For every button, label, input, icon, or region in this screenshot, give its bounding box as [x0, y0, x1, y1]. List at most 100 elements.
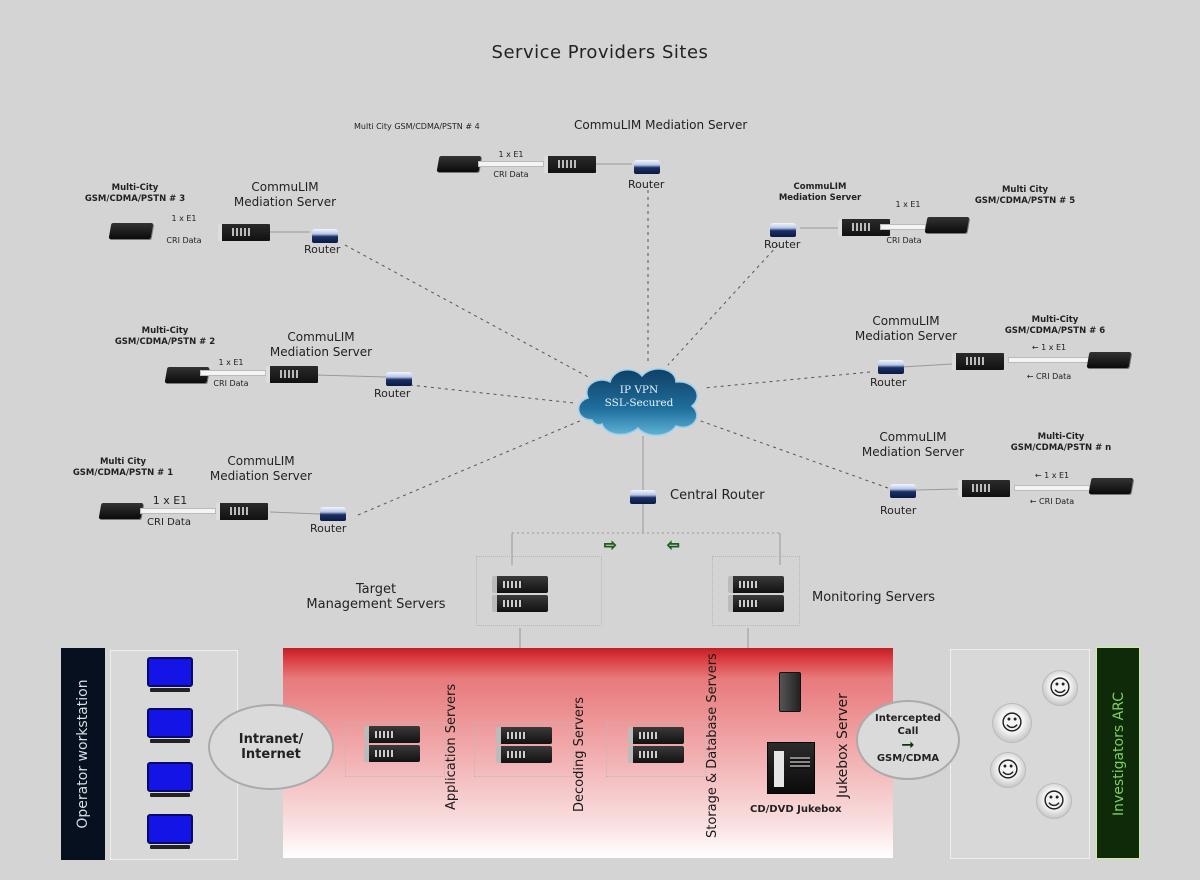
- operator-workstation-label: Operator workstation: [75, 679, 91, 829]
- site-3-router-icon: [312, 229, 338, 243]
- site-1-server-label: CommuLIM Mediation Server: [209, 454, 313, 483]
- site-5-provider-label: Multi City GSM/CDMA/PSTN # 5: [974, 185, 1076, 206]
- site-n-provider-label: Multi-City GSM/CDMA/PSTN # n: [1010, 432, 1112, 453]
- jukebox-server-icon: [779, 672, 801, 712]
- target-management-servers-icon: [492, 576, 548, 612]
- cloud-icon: [578, 368, 698, 436]
- cloud-label: IP VPN SSL-Secured: [604, 384, 674, 409]
- vpn-link-site-5: [667, 244, 779, 366]
- site-2-provider-label: Multi-City GSM/CDMA/PSTN # 2: [114, 326, 216, 347]
- site-n-switch-icon: [1088, 478, 1134, 494]
- site-6-server-label: CommuLIM Mediation Server: [854, 314, 958, 343]
- decoding-servers-label: Decoding Servers: [572, 696, 587, 812]
- site-5-server-label: CommuLIM Mediation Server: [778, 182, 862, 203]
- site-n-router-icon: [890, 484, 916, 498]
- site-6-cable: [1008, 357, 1090, 363]
- site-1-mediation-server-icon: [216, 503, 268, 520]
- site-4-data-label: CRI Data: [493, 170, 529, 179]
- site-5-cable: [880, 224, 926, 230]
- site-2-link-label: 1 x E1: [218, 358, 244, 367]
- site-3-server-label: CommuLIM Mediation Server: [233, 180, 337, 209]
- site-4-server-label: CommuLIM Mediation Server: [574, 118, 748, 132]
- site-2-server-label: CommuLIM Mediation Server: [269, 330, 373, 359]
- vpn-link-site-n: [697, 419, 889, 489]
- site-3-provider-label: Multi-City GSM/CDMA/PSTN # 3: [84, 183, 186, 204]
- site-n-router-label: Router: [880, 504, 917, 517]
- site-n-server-label: CommuLIM Mediation Server: [861, 430, 965, 459]
- site-5-router-label: Router: [764, 238, 801, 251]
- site-6-router-icon: [878, 360, 904, 374]
- site-1-data-label: CRI Data: [147, 517, 191, 528]
- diagram-title: Service Providers Sites: [491, 42, 709, 63]
- site-6-switch-icon: [1086, 352, 1132, 368]
- intercepted-call-label: Intercepted Call ➞ GSM/CDMA: [856, 712, 960, 765]
- application-servers-label: Application Servers: [444, 683, 459, 810]
- arrow-right-icon: ➞: [901, 735, 915, 754]
- site-6-data-label: ← CRI Data: [1026, 372, 1072, 381]
- monitor-icon: [147, 814, 193, 850]
- jukebox-server-label: Jukebox Server: [835, 693, 851, 798]
- application-servers-box: [345, 722, 445, 777]
- site-1-router-label: Router: [310, 522, 347, 535]
- storage-servers-label: Storage & Database Servers: [705, 653, 720, 838]
- site-2-router-label: Router: [374, 387, 411, 400]
- site-4-cable: [478, 161, 544, 167]
- site-6-provider-label: Multi-City GSM/CDMA/PSTN # 6: [1004, 315, 1106, 336]
- site-2-cable: [200, 370, 266, 376]
- target-management-box: [476, 556, 602, 626]
- site-5-switch-icon: [924, 217, 970, 233]
- investigator-avatar: ☺: [1042, 670, 1078, 706]
- site-1-router-icon: [320, 507, 346, 521]
- site-4-router-icon: [634, 160, 660, 174]
- site-6-mediation-server-icon: [952, 353, 1004, 370]
- arrow-left-icon: ⇦: [667, 536, 681, 555]
- monitor-icon: [147, 657, 193, 693]
- intercepted-call-ellipse: [856, 700, 960, 780]
- investigator-avatar: ☺: [1036, 783, 1072, 819]
- site-n-mediation-server-icon: [958, 480, 1010, 497]
- site-1-provider-label: Multi City GSM/CDMA/PSTN # 1: [72, 457, 174, 478]
- storage-servers-box: [606, 722, 706, 777]
- monitoring-servers-label: Monitoring Servers: [812, 590, 936, 605]
- investigator-avatar: ☺: [990, 752, 1026, 788]
- site-5-mediation-server-icon: [838, 219, 890, 236]
- vpn-link-site-1: [357, 419, 583, 516]
- site-4-switch-icon: [436, 156, 482, 172]
- site-3-link-label: 1 x E1: [171, 214, 197, 223]
- decoding-servers-box: [474, 722, 574, 777]
- storage-servers-icon: [628, 727, 684, 763]
- site-3-mediation-server-icon: [218, 224, 270, 241]
- site-4-link-label: 1 x E1: [498, 150, 524, 159]
- central-router-icon: [630, 490, 656, 504]
- site-5-link-label: 1 x E1: [895, 200, 921, 209]
- decoding-servers-icon: [496, 727, 552, 763]
- site-2-data-label: CRI Data: [213, 379, 249, 388]
- investigator-avatar: ☺: [992, 703, 1032, 743]
- central-router-label: Central Router: [670, 488, 765, 503]
- site-2-mediation-server-icon: [266, 366, 318, 383]
- site-4-provider-label: Multi City GSM/CDMA/PSTN # 4: [354, 122, 480, 131]
- site-n-link-label: ← 1 x E1: [1034, 471, 1070, 480]
- monitoring-box: [712, 556, 800, 626]
- monitor-icon: [147, 762, 193, 798]
- vpn-link-site-6: [703, 371, 871, 389]
- investigators-label: Investigators ARC: [1111, 692, 1127, 816]
- site-6-router-label: Router: [870, 376, 907, 389]
- intranet-ellipse: [208, 704, 334, 790]
- site-3-switch-icon: [108, 223, 154, 239]
- vpn-link-site-2: [409, 384, 575, 404]
- operator-workstation-bar: Operator workstation: [61, 648, 105, 860]
- vpn-link-site-3: [344, 244, 591, 379]
- investigators-bar: Investigators ARC: [1096, 647, 1140, 859]
- target-management-label: Target Management Servers: [306, 582, 446, 612]
- site-3-router-label: Router: [304, 243, 341, 256]
- site-6-link-label: ← 1 x E1: [1031, 343, 1067, 352]
- application-servers-icon: [364, 726, 420, 762]
- site-n-data-label: ← CRI Data: [1029, 497, 1075, 506]
- site-1-cable: [140, 508, 216, 514]
- site-4-router-label: Router: [628, 178, 665, 191]
- site-n-cable: [1014, 485, 1090, 491]
- site-3-data-label: CRI Data: [166, 236, 202, 245]
- site-5-data-label: CRI Data: [886, 236, 922, 245]
